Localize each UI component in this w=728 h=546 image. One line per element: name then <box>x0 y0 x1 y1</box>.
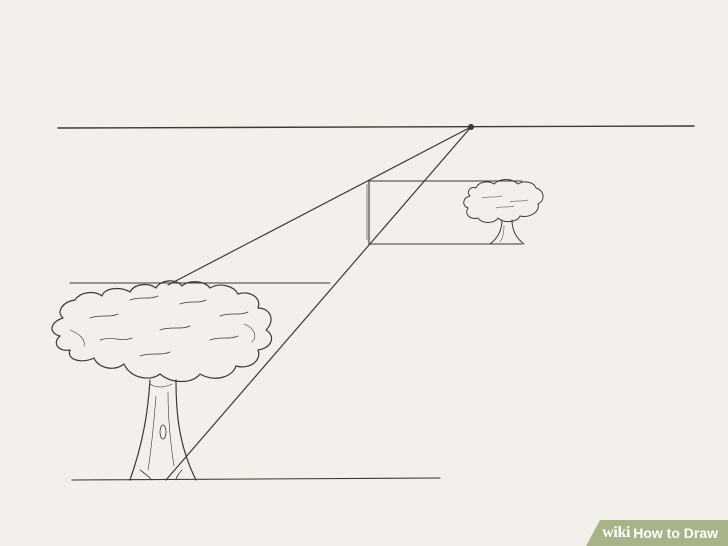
ground-line <box>71 477 441 481</box>
watermark-brand: wiki <box>602 524 631 541</box>
large-tree <box>51 280 273 481</box>
wikihow-watermark: wiki How to Draw <box>586 520 728 546</box>
guide-line-top <box>167 126 472 286</box>
guide-line-bottom <box>165 126 472 481</box>
small-tree <box>463 179 544 245</box>
watermark-title: How to Draw <box>633 525 718 541</box>
transfer-box <box>366 180 523 246</box>
horizon-line <box>57 125 695 129</box>
